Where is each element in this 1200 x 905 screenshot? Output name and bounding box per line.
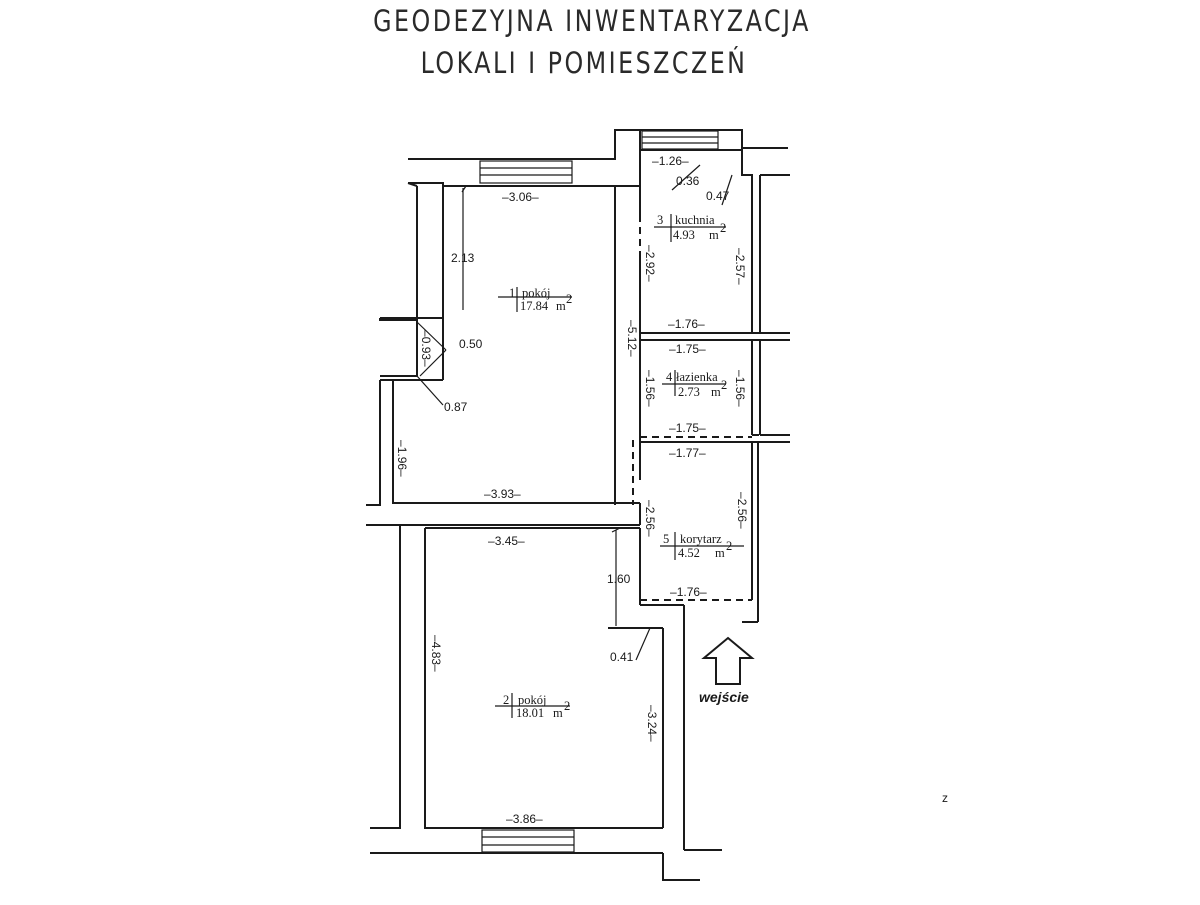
dim-3-93: –3.93–: [484, 487, 521, 501]
window-kitchen: [641, 130, 719, 150]
dim-1-56-left: –1.56–: [643, 370, 657, 407]
room-1-exp: 2: [566, 292, 572, 306]
room-1-label: 1 pokój 17.84 m 2: [498, 286, 572, 313]
room-2-unit: m: [553, 706, 563, 720]
dim-5-12: –5.12–: [625, 320, 639, 357]
dim-0-36: 0.36: [676, 174, 700, 188]
room-3-unit: m: [709, 228, 719, 242]
dim-0-87: 0.87: [444, 400, 468, 414]
room-5-unit: m: [715, 546, 725, 560]
dim-1-26: –1.26–: [652, 154, 689, 168]
room-3-exp: 2: [720, 221, 726, 235]
drawing-title-line-1: GEODEZYJNA INWENTARYZACJA: [373, 4, 811, 38]
room-4-label: 4 łazienka 2.73 m 2: [662, 370, 727, 399]
room-4-area: 2.73: [678, 385, 700, 399]
dim-0-41: 0.41: [610, 650, 634, 664]
room-1-number: 1: [509, 286, 515, 300]
room-4-unit: m: [711, 385, 721, 399]
dim-1-75-top: –1.75–: [669, 342, 706, 356]
room-1-area: 17.84: [520, 299, 549, 313]
dim-3-86: –3.86–: [506, 812, 543, 826]
dim-3-24: –3.24–: [645, 705, 659, 742]
horizontal-dimensions: –3.06– –1.26– 0.36 0.47 –1.76– –1.75– –1…: [444, 154, 730, 826]
room-5-exp: 2: [726, 539, 732, 553]
room-1-name: pokój: [522, 286, 550, 300]
entrance-label: wejście: [699, 689, 749, 705]
dim-0-93: –0.93–: [419, 330, 433, 367]
room-5-area: 4.52: [678, 546, 700, 560]
dim-1-60: 1.60: [607, 572, 631, 586]
dim-0-50: 0.50: [459, 337, 483, 351]
dim-1-76-corridor: –1.76–: [670, 585, 707, 599]
room-5-name: korytarz: [680, 532, 722, 546]
dim-4-83: –4.83–: [429, 635, 443, 672]
door-openings: [632, 215, 790, 601]
dim-2-57: –2.57–: [733, 248, 747, 285]
room-2-number: 2: [503, 693, 509, 707]
window-room1: [479, 160, 573, 184]
room-2-area: 18.01: [516, 706, 544, 720]
drawing-title-line-2: LOKALI I POMIESZCZEŃ: [420, 46, 748, 80]
chamfers: [416, 164, 733, 661]
dim-2-92: –2.92–: [643, 245, 657, 282]
dim-1-75-bottom: –1.75–: [669, 421, 706, 435]
window-room2: [481, 829, 575, 853]
stray-mark: z: [942, 791, 948, 805]
entrance-arrow: [701, 636, 755, 685]
dim-0-47: 0.47: [706, 189, 730, 203]
room-2-label: 2 pokój 18.01 m 2: [495, 693, 570, 720]
dim-1-96: –1.96–: [395, 440, 409, 477]
room-2-exp: 2: [564, 699, 570, 713]
room-4-exp: 2: [721, 378, 727, 392]
room-1-unit: m: [556, 299, 566, 313]
room-2-name: pokój: [518, 693, 546, 707]
room-4-number: 4: [666, 370, 673, 384]
dim-2-56-right: –2.56–: [735, 492, 749, 529]
dimension-lines: [461, 185, 621, 626]
dim-2-56-left: –2.56–: [643, 500, 657, 537]
room-5-number: 5: [663, 532, 669, 546]
dim-1-76-kitchen: –1.76–: [668, 317, 705, 331]
dim-3-45: –3.45–: [488, 534, 525, 548]
dim-1-56-right: –1.56–: [733, 370, 747, 407]
room-3-label: 3 kuchnia 4.93 m 2: [654, 213, 726, 242]
room-4-name: łazienka: [676, 370, 718, 384]
dim-3-06: –3.06–: [502, 190, 539, 204]
room-5-label: 5 korytarz 4.52 m 2: [660, 532, 744, 560]
dim-2-13: 2.13: [451, 251, 475, 265]
room-3-number: 3: [657, 213, 663, 227]
room-3-name: kuchnia: [675, 213, 715, 227]
walls: [366, 129, 790, 881]
dim-1-77: –1.77–: [669, 446, 706, 460]
room-3-area: 4.93: [673, 228, 695, 242]
vertical-dimensions: 2.13 –5.12– –0.93– –1.96– –2.92– –2.57– …: [395, 245, 749, 742]
